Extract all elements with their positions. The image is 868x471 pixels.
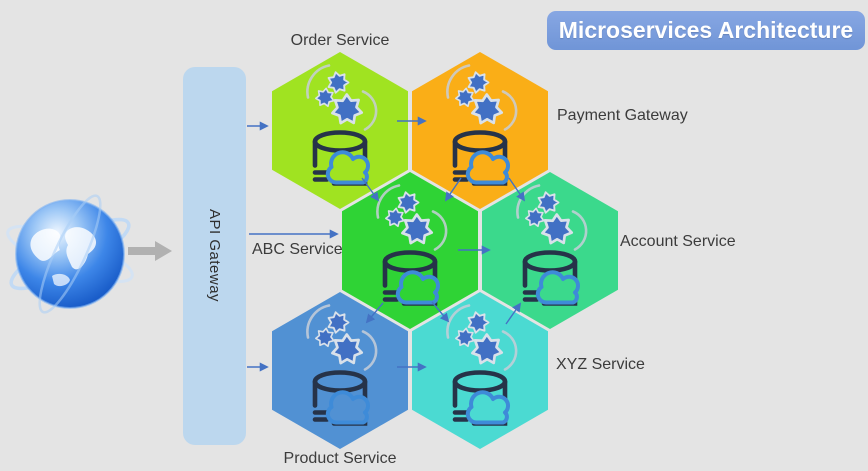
api-gateway-label: API Gateway <box>206 209 223 303</box>
title-banner: Microservices Architecture <box>547 11 865 50</box>
node-label-xyz-service: XYZ Service <box>556 356 645 373</box>
node-label-abc-service: ABC Service <box>252 241 343 258</box>
node-label-order-service: Order Service <box>290 32 390 49</box>
diagram-title: Microservices Architecture <box>558 17 854 43</box>
api-gateway-node: API Gateway <box>183 67 246 445</box>
node-label-payment-gateway: Payment Gateway <box>557 107 688 124</box>
globe-icon <box>6 194 134 314</box>
node-label-account-service: Account Service <box>620 233 736 250</box>
node-label-product-service: Product Service <box>283 450 397 467</box>
